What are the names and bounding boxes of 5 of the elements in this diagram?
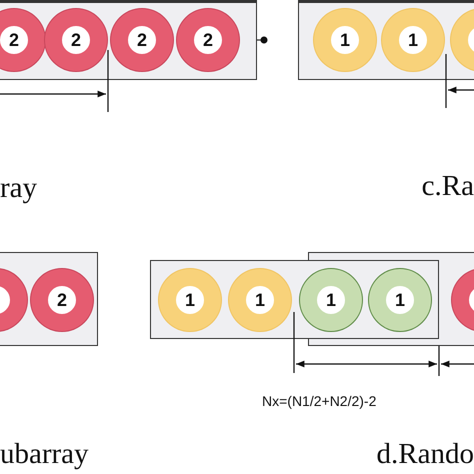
subfigure-caption: d.Rando: [376, 440, 474, 469]
subfigure-caption: ray: [0, 174, 38, 203]
spacing-formula: Nx=(N1/2+N2/2)-2: [262, 394, 376, 408]
subfigure-caption: ubarray: [0, 440, 89, 469]
subfigure-caption: c.Ra: [422, 172, 474, 201]
